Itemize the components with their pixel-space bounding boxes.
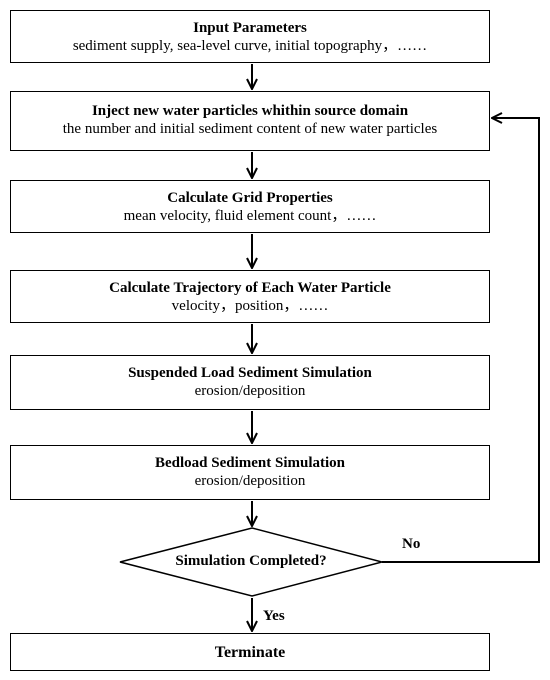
grid-properties-box: Calculate Grid Properties mean velocity,… bbox=[10, 180, 490, 233]
suspended-load-box: Suspended Load Sediment Simulation erosi… bbox=[10, 355, 490, 410]
particle-trajectory-box: Calculate Trajectory of Each Water Parti… bbox=[10, 270, 490, 323]
bedload-box: Bedload Sediment Simulation erosion/depo… bbox=[10, 445, 490, 500]
step-title: Calculate Trajectory of Each Water Parti… bbox=[109, 280, 391, 296]
decision-diamond bbox=[119, 527, 385, 597]
step-title: Input Parameters bbox=[193, 20, 307, 36]
step-subtitle: the number and initial sediment content … bbox=[62, 121, 438, 137]
input-parameters-box: Input Parameters sediment supply, sea-le… bbox=[10, 10, 490, 63]
step-title: Suspended Load Sediment Simulation bbox=[128, 365, 372, 381]
terminate-box: Terminate bbox=[10, 633, 490, 671]
step-subtitle: erosion/deposition bbox=[194, 383, 306, 399]
step-subtitle: velocity，position，…… bbox=[171, 298, 329, 314]
terminate-label: Terminate bbox=[214, 644, 286, 661]
no-branch-label: No bbox=[402, 536, 421, 552]
step-title: Bedload Sediment Simulation bbox=[154, 455, 346, 471]
yes-branch-label: Yes bbox=[263, 608, 285, 624]
inject-particles-box: Inject new water particles whithin sourc… bbox=[10, 91, 490, 151]
step-subtitle: erosion/deposition bbox=[194, 473, 306, 489]
step-title: Inject new water particles whithin sourc… bbox=[91, 103, 409, 119]
no-loop-arrow bbox=[382, 118, 540, 563]
decision-label: Simulation Completed? bbox=[175, 553, 327, 569]
step-title: Calculate Grid Properties bbox=[167, 190, 333, 206]
step-subtitle: sediment supply, sea-level curve, initia… bbox=[72, 38, 428, 54]
step-subtitle: mean velocity, fluid element count，…… bbox=[123, 208, 377, 224]
